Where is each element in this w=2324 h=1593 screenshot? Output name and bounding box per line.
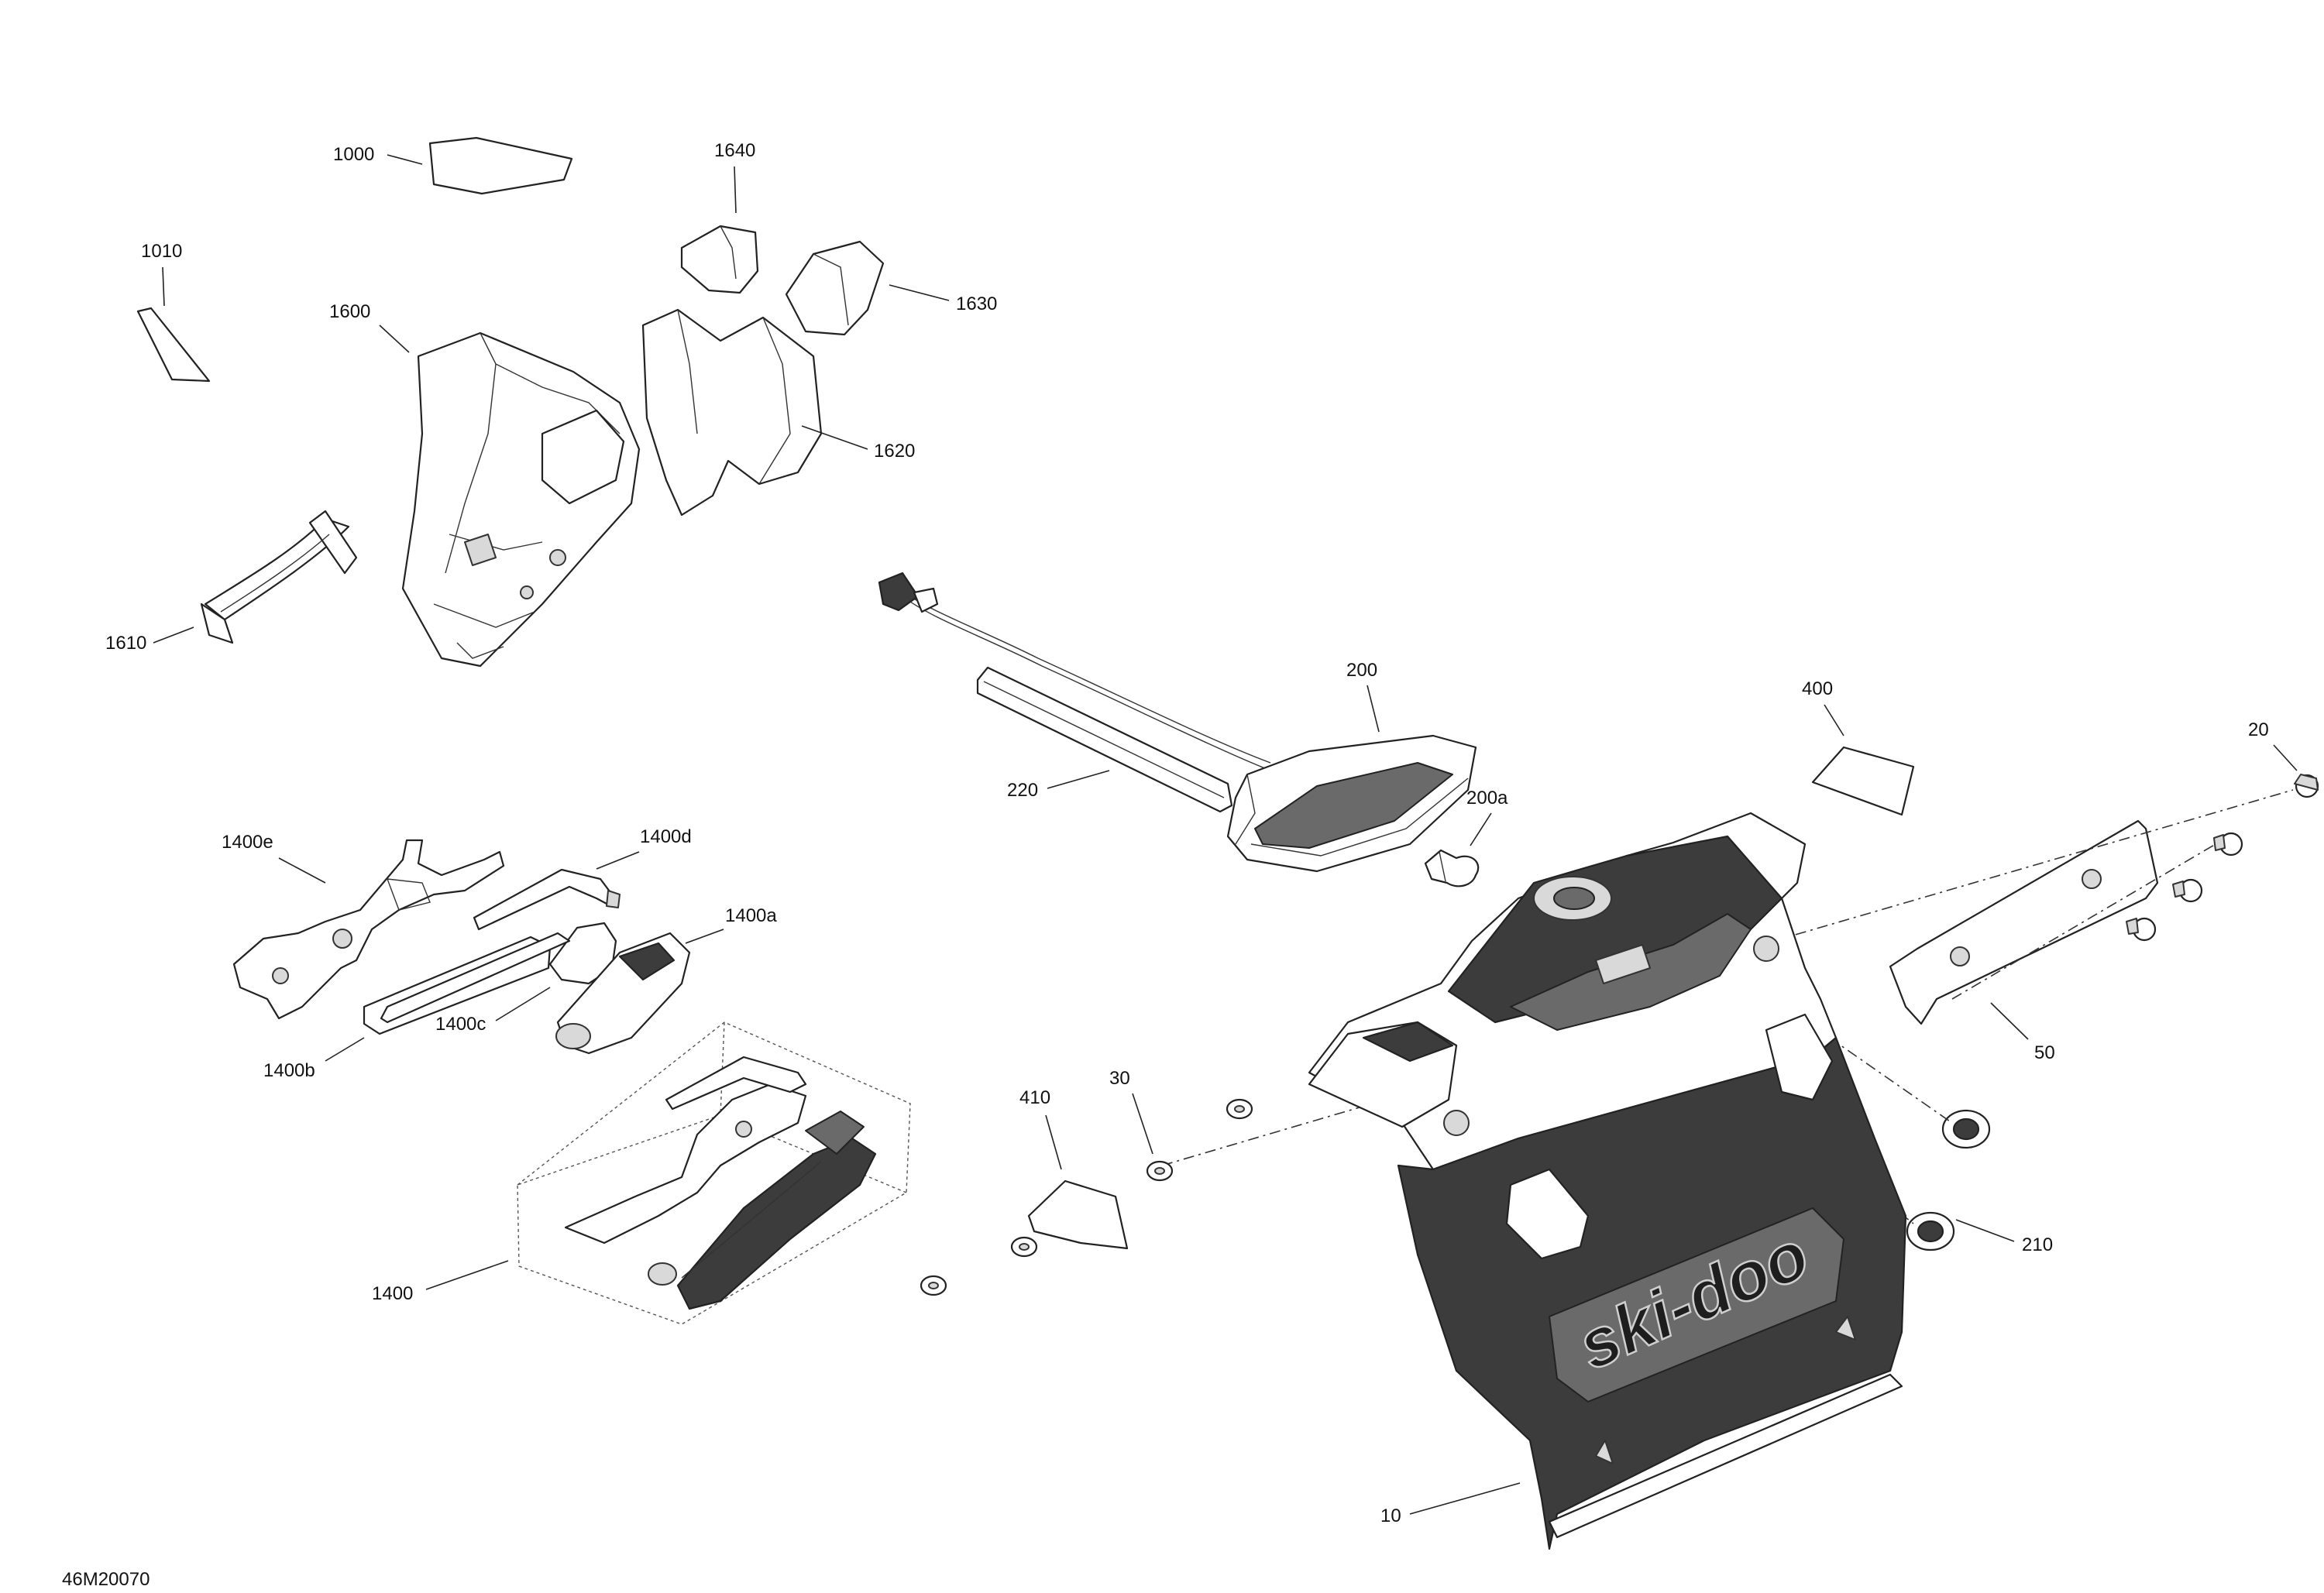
leader-1600 [379,324,410,353]
callout-10[interactable]: 10 [1380,1505,1401,1526]
callout-1620[interactable]: 1620 [874,441,915,462]
leader-1400d [596,851,640,870]
callout-30[interactable]: 30 [1109,1068,1130,1089]
callout-1640[interactable]: 1640 [714,140,755,161]
part-410-decal[interactable] [1027,1179,1129,1250]
part-1600-storage-box[interactable] [401,331,641,668]
callout-400[interactable]: 400 [1802,678,1833,699]
part-1620-foam-insert[interactable] [641,308,823,517]
part-200-taillight[interactable] [878,572,1477,873]
callout-1000[interactable]: 1000 [333,144,374,165]
leader-20 [2273,744,2298,771]
part-1400b-handle[interactable] [380,932,571,1024]
leader-1610 [153,627,194,644]
part-10-rear-housing[interactable]: ski-doo [1308,812,1907,1550]
part-50-bracket[interactable] [1889,819,2159,1025]
leader-1630 [889,284,950,301]
callout-1400c[interactable]: 1400c [435,1014,486,1035]
part-1400-tool-kit[interactable] [517,1021,911,1325]
callout-200[interactable]: 200 [1346,660,1377,681]
part-1640-foam-pad[interactable] [680,225,759,294]
callout-20[interactable]: 20 [2248,719,2269,740]
part-30-washers[interactable] [920,1098,1253,1296]
callout-200a[interactable]: 200a [1466,788,1508,809]
part-1610-strap[interactable] [200,510,358,644]
leader-1400c [495,987,551,1021]
callout-1600[interactable]: 1600 [329,301,370,322]
part-210-grommets[interactable] [1906,1109,1991,1251]
callout-1400a[interactable]: 1400a [725,905,777,926]
callout-1630[interactable]: 1630 [956,294,997,314]
part-20-screws[interactable] [2126,774,2319,942]
leader-1640 [734,166,737,214]
callout-210[interactable]: 210 [2022,1234,2053,1255]
part-1400d-spanner[interactable] [473,868,621,931]
part-1400e-wrench[interactable] [232,839,505,1020]
part-220-trim-strip[interactable] [976,666,1233,813]
callout-1610[interactable]: 1610 [105,633,146,654]
callout-50[interactable]: 50 [2034,1042,2055,1063]
leader-410 [1045,1114,1062,1170]
leader-210 [1955,1219,2015,1242]
callout-410[interactable]: 410 [1019,1087,1050,1108]
leader-1000 [387,154,423,165]
part-400-decal[interactable] [1811,746,1915,816]
leader-1400e [278,857,326,884]
leader-1620 [801,425,868,450]
leader-1400 [425,1260,509,1290]
callout-1400e[interactable]: 1400e [222,832,273,853]
figure-reference: 46M20070 [62,1569,150,1590]
leader-200a [1470,812,1492,846]
part-1000-decal[interactable] [428,136,573,195]
leader-30 [1132,1093,1153,1155]
leader-220 [1047,770,1110,789]
leader-1400a [685,929,724,944]
leader-1400b [325,1037,365,1062]
part-1400a-socket[interactable] [548,922,691,1055]
leader-1010 [162,266,165,307]
callout-1400d[interactable]: 1400d [640,826,692,847]
leader-200 [1367,685,1380,733]
part-1010-decal[interactable] [136,307,211,383]
leader-50 [1990,1002,2029,1040]
leader-10 [1409,1482,1521,1515]
part-200a-bulb[interactable] [1424,849,1480,887]
callout-1010[interactable]: 1010 [141,241,182,262]
leader-400 [1824,704,1844,736]
part-1630-foam-pad[interactable] [785,240,885,336]
callout-220[interactable]: 220 [1007,780,1038,801]
callout-1400[interactable]: 1400 [372,1283,413,1304]
callout-1400b[interactable]: 1400b [263,1060,315,1081]
